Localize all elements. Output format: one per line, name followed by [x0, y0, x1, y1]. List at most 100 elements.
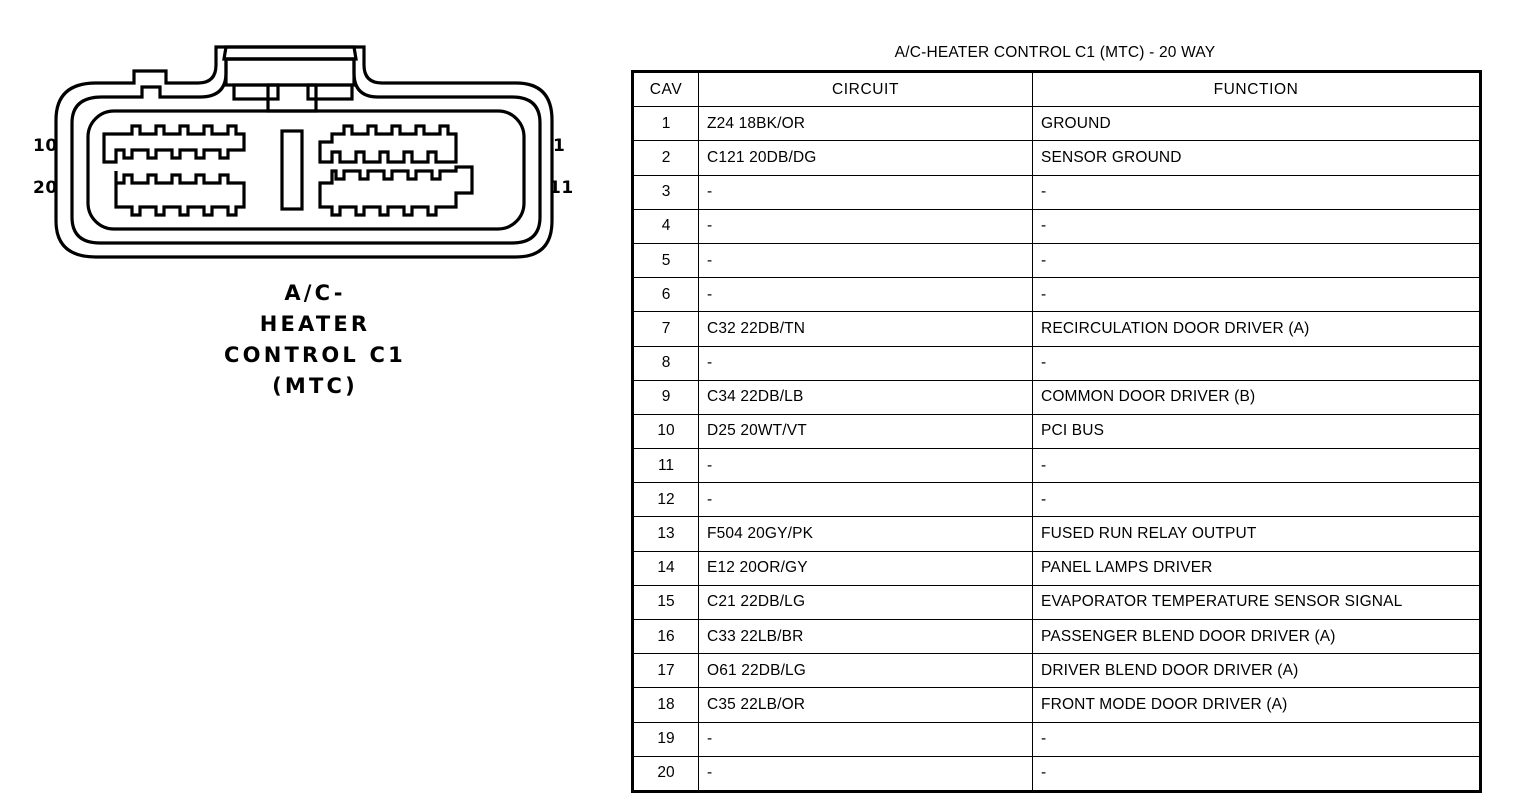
latch-tab-body: [224, 57, 356, 87]
circuit-cell: Z24 18BK/OR: [698, 106, 1033, 142]
cav-cell: 3: [632, 174, 699, 210]
function-cell: -: [1032, 242, 1481, 279]
circuit-cell: -: [698, 448, 1033, 484]
table-row: 6--: [632, 277, 1481, 313]
function-cell: -: [1032, 277, 1481, 313]
cav-cell: 5: [632, 242, 699, 279]
cav-cell: 10: [632, 413, 699, 450]
function-cell: EVAPORATOR TEMPERATURE SENSOR SIGNAL: [1032, 584, 1481, 621]
connector-outer-shell: [54, 45, 554, 259]
circuit-cell: D25 20WT/VT: [698, 413, 1033, 450]
column-header-cav: CAV: [632, 70, 699, 108]
table-title: A/C-HEATER CONTROL C1 (MTC) - 20 WAY: [894, 44, 1216, 61]
function-cell: PCI BUS: [1032, 413, 1481, 450]
pinout-table-panel: A/C-HEATER CONTROL C1 (MTC) - 20 WAY CAV…: [631, 44, 1482, 793]
connector-diagram-panel: 10 20 1 11 A/C- HEATER CONTROL C1 (MTC): [0, 0, 620, 810]
connector-caption: A/C- HEATER CONTROL C1 (MTC): [150, 278, 480, 402]
function-cell: PASSENGER BLEND DOOR DRIVER (A): [1032, 618, 1481, 655]
function-cell: -: [1032, 345, 1481, 381]
circuit-cell: C34 22DB/LB: [698, 379, 1033, 415]
cav-cell: 12: [632, 482, 699, 518]
cav-cell: 2: [632, 140, 699, 176]
table-row: 8--: [632, 345, 1481, 381]
cavity-bezel: [86, 109, 526, 231]
cav-cell: 13: [632, 516, 699, 552]
table-row: 4--: [632, 208, 1481, 244]
cav-cell: 4: [632, 208, 699, 244]
function-cell: -: [1032, 448, 1481, 484]
circuit-cell: -: [698, 345, 1033, 381]
function-cell: SENSOR GROUND: [1032, 140, 1481, 176]
table-row: 12--: [632, 482, 1481, 518]
pin-label-bottom-left: 20: [33, 178, 58, 198]
cavity-row-lower-left: [114, 171, 246, 217]
circuit-cell: -: [698, 174, 1033, 210]
caption-line-2: HEATER: [259, 312, 371, 336]
circuit-cell: -: [698, 277, 1033, 313]
function-cell: COMMON DOOR DRIVER (B): [1032, 379, 1481, 415]
circuit-cell: -: [698, 721, 1033, 757]
cav-cell: 14: [632, 550, 699, 586]
cav-cell: 15: [632, 584, 699, 621]
circuit-cell: C33 22LB/BR: [698, 618, 1033, 655]
caption-line-1: A/C-: [284, 281, 346, 305]
circuit-cell: F504 20GY/PK: [698, 516, 1033, 552]
circuit-cell: C121 20DB/DG: [698, 140, 1033, 176]
cav-cell: 20: [632, 755, 699, 792]
cavity-row-lower-right: [318, 165, 474, 217]
pin-label-top-left: 10: [33, 136, 58, 156]
circuit-cell: -: [698, 208, 1033, 244]
column-header-function: FUNCTION: [1032, 70, 1481, 108]
cav-cell: 17: [632, 653, 699, 689]
cav-cell: 8: [632, 345, 699, 381]
table-row: 3--: [632, 174, 1481, 210]
table-row: 19--: [632, 721, 1481, 757]
table-row: 11--: [632, 448, 1481, 484]
function-cell: FRONT MODE DOOR DRIVER (A): [1032, 687, 1481, 723]
table-row: 5--: [632, 242, 1481, 279]
cav-cell: 7: [632, 311, 699, 347]
cav-cell: 18: [632, 687, 699, 723]
circuit-cell: -: [698, 482, 1033, 518]
function-cell: -: [1032, 174, 1481, 210]
connector-inner-shell: [70, 57, 542, 245]
table-row: 20--: [632, 755, 1481, 792]
cavity-row-upper-right: [318, 124, 458, 164]
pin-label-top-right: 1: [553, 136, 566, 156]
function-cell: -: [1032, 721, 1481, 757]
cav-cell: 1: [632, 106, 699, 142]
connector-illustration: [54, 45, 554, 259]
latch-tab-outer: [222, 45, 358, 61]
cav-cell: 11: [632, 448, 699, 484]
latch-tab-slot-left: [232, 83, 280, 101]
function-cell: FUSED RUN RELAY OUTPUT: [1032, 516, 1481, 552]
circuit-cell: -: [698, 242, 1033, 279]
cavity-row-upper-left: [102, 124, 246, 164]
circuit-cell: O61 22DB/LG: [698, 653, 1033, 689]
function-cell: DRIVER BLEND DOOR DRIVER (A): [1032, 653, 1481, 689]
cav-cell: 9: [632, 379, 699, 415]
caption-line-3: CONTROL C1: [224, 343, 406, 367]
latch-tab-slot-right: [306, 83, 354, 101]
cav-cell: 16: [632, 618, 699, 655]
function-cell: -: [1032, 482, 1481, 518]
center-keying-slot: [280, 129, 304, 211]
function-cell: -: [1032, 755, 1481, 792]
cav-cell: 19: [632, 721, 699, 757]
circuit-cell: E12 20OR/GY: [698, 550, 1033, 586]
function-cell: GROUND: [1032, 106, 1481, 142]
function-cell: RECIRCULATION DOOR DRIVER (A): [1032, 311, 1481, 347]
cav-cell: 6: [632, 277, 699, 313]
